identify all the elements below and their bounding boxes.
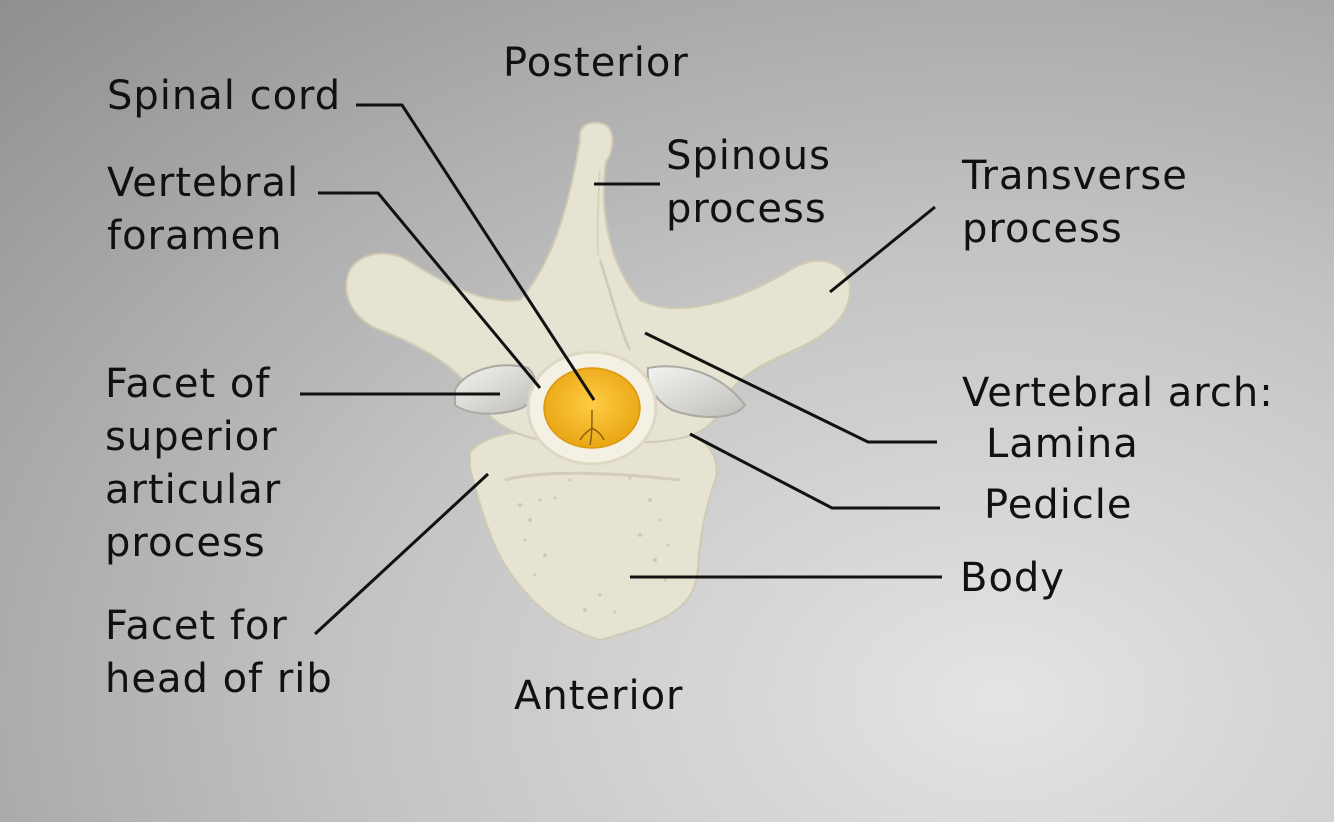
label-facet-rib: Facet for head of rib (105, 600, 333, 706)
leader-vertebral-foramen (318, 191, 542, 389)
label-spinal-cord: Spinal cord (107, 70, 341, 123)
label-vertebral-arch: Vertebral arch: (962, 370, 1274, 416)
anterior-label: Anterior (514, 673, 684, 719)
label-transverse-process: Transverse process (962, 150, 1188, 256)
label-spinous-process: Spinous process (666, 130, 831, 236)
label-facet-rib-line-2: head of rib (105, 656, 333, 702)
label-facet-superior-line-1: Facet of (105, 361, 271, 407)
leader-lines (300, 103, 942, 636)
leader-lamina (644, 331, 937, 444)
label-transverse-process-line-1: Transverse (962, 153, 1188, 199)
spinal-cord (543, 367, 641, 449)
label-spinous-process-line-1: Spinous (666, 133, 831, 179)
leader-transverse-process (829, 205, 936, 294)
label-vertebral-foramen: Vertebral foramen (107, 157, 299, 263)
posterior-label: Posterior (503, 40, 689, 86)
label-vertebral-foramen-line-2: foramen (107, 213, 283, 259)
label-pedicle: Pedicle (984, 482, 1133, 528)
label-facet-rib-line-1: Facet for (105, 603, 288, 649)
label-facet-superior-line-3: articular (105, 467, 282, 513)
label-transverse-process-line-2: process (962, 206, 1123, 252)
body-texture (518, 476, 670, 614)
label-lamina: Lamina (986, 421, 1139, 467)
label-facet-superior-line-4: process (105, 520, 266, 566)
label-body: Body (960, 555, 1065, 601)
label-vertebral-foramen-line-1: Vertebral (107, 160, 300, 206)
label-spinal-cord-line-1: Spinal cord (107, 73, 342, 119)
leader-facet-rib (313, 472, 490, 636)
leader-pedicle (689, 432, 940, 510)
vertebral-arch (345, 121, 852, 443)
label-facet-superior: Facet of superior articular process (105, 358, 281, 570)
leader-spinal-cord (356, 103, 596, 401)
label-facet-superior-line-2: superior (105, 414, 278, 460)
label-spinous-process-line-2: process (666, 186, 827, 232)
